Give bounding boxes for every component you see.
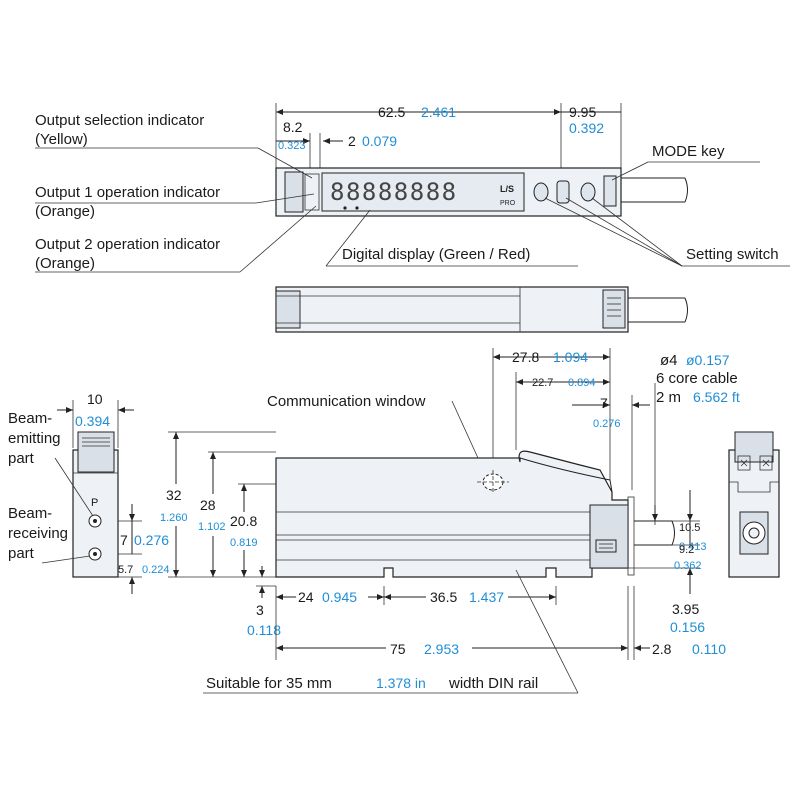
dim-36-5-mm: 36.5 — [430, 589, 457, 605]
dim-10-in: 0.394 — [75, 413, 110, 429]
main-side-view: 27.8 1.094 22.7 0.894 7 0.276 Communicat… — [160, 348, 740, 694]
dim-10-5-in: 0.413 — [679, 541, 707, 553]
dim-28-in: 1.102 — [198, 521, 226, 533]
dim-36-5-in: 1.437 — [469, 589, 504, 605]
label-beam-emitting-1: Beam- — [8, 410, 52, 427]
dim-7-top-in: 0.276 — [593, 418, 621, 430]
top-front-view: 62.5 2.461 9.95 0.392 8.2 0.323 2 0.079 … — [35, 103, 790, 273]
dim-10-5-mm: 10.5 — [679, 522, 700, 534]
label-mode-key: MODE key — [652, 143, 725, 160]
dim-32-mm: 32 — [166, 487, 182, 503]
dim-8-2-in: 0.323 — [278, 140, 306, 152]
dim-9-2-mm: 9.2 — [679, 544, 694, 556]
dim-20-8-in: 0.819 — [230, 537, 258, 549]
dim-5-7-in: 0.224 — [142, 564, 170, 576]
dim-24-mm: 24 — [298, 589, 314, 605]
dim-3-95-in: 0.156 — [670, 619, 705, 635]
label-beam-emitting-2: emitting — [8, 430, 61, 447]
label-output2-color: (Orange) — [35, 255, 95, 272]
cable-spec-in: ø0.157 — [686, 352, 730, 368]
dim-2-8-mm: 2.8 — [652, 641, 672, 657]
dim-27-8-in: 1.094 — [553, 349, 588, 365]
dim-28-mm: 28 — [200, 497, 216, 513]
display-digits: 88888888 — [330, 178, 458, 206]
left-side-view: 10 0.394 P Beam- emitting part Beam- rec… — [8, 391, 170, 594]
cable-spec-length-in: 6.562 ft — [693, 389, 740, 405]
label-output-selection: Output selection indicator — [35, 112, 204, 129]
display-unit-mark: L/S — [500, 184, 514, 194]
label-setting-switch: Setting switch — [686, 246, 779, 263]
label-output2: Output 2 operation indicator — [35, 236, 220, 253]
top-plan-view — [275, 286, 688, 333]
dim-75-in: 2.953 — [424, 641, 459, 657]
label-communication-window: Communication window — [267, 393, 426, 410]
dim-20-8-mm: 20.8 — [230, 513, 257, 529]
dim-22-7-mm: 22.7 — [532, 377, 553, 389]
digital-display — [321, 172, 525, 212]
label-din-rail-a: Suitable for 35 mm — [206, 675, 332, 692]
dim-2-in: 0.079 — [362, 133, 397, 149]
display-unit-mark2: PRO — [500, 200, 516, 207]
dim-9-95-mm: 9.95 — [569, 104, 596, 120]
dim-5-7-mm: 5.7 — [118, 564, 133, 576]
dim-3-mm: 3 — [256, 602, 264, 618]
dim-3-in: 0.118 — [247, 622, 281, 638]
setting-switch-2 — [556, 180, 570, 204]
dim-62-5-in: 2.461 — [421, 104, 456, 120]
dim-9-2-in: 0.362 — [674, 560, 702, 572]
label-output-selection-color: (Yellow) — [35, 131, 88, 148]
label-din-rail-b: width DIN rail — [448, 675, 538, 692]
setting-switch-1 — [533, 182, 549, 202]
label-output1: Output 1 operation indicator — [35, 184, 220, 201]
dim-27-8-mm: 27.8 — [512, 349, 539, 365]
dim-24-in: 0.945 — [322, 589, 357, 605]
cable-spec-mm: ø4 — [660, 352, 678, 369]
label-din-rail-in: 1.378 in — [376, 675, 426, 691]
label-beam-receiving-3: part — [8, 545, 35, 562]
svg-text:P: P — [91, 497, 98, 509]
label-output1-color: (Orange) — [35, 203, 95, 220]
dim-62-5-mm: 62.5 — [378, 104, 405, 120]
dim-9-95-in: 0.392 — [569, 120, 604, 136]
label-digital-display: Digital display (Green / Red) — [342, 246, 530, 263]
dim-7-side-in: 0.276 — [134, 532, 169, 548]
mode-key — [603, 175, 617, 207]
label-beam-emitting-3: part — [8, 450, 35, 467]
label-beam-receiving-2: receiving — [8, 525, 68, 542]
label-beam-receiving-1: Beam- — [8, 505, 52, 522]
dim-10-mm: 10 — [87, 391, 103, 407]
dim-75-mm: 75 — [390, 641, 406, 657]
dim-7-side-mm: 7 — [120, 532, 128, 548]
dim-2-mm: 2 — [348, 133, 356, 149]
dim-7-top-mm: 7 — [600, 395, 608, 411]
cable-spec-cores: 6 core cable — [656, 370, 738, 387]
dim-2-8-in: 0.110 — [692, 641, 726, 657]
dim-32-in: 1.260 — [160, 512, 188, 524]
dim-3-95-mm: 3.95 — [672, 601, 699, 617]
dim-8-2-mm: 8.2 — [283, 119, 303, 135]
right-end-view — [728, 431, 780, 578]
main-body — [275, 450, 629, 578]
setting-switch-3 — [580, 182, 596, 202]
dim-22-7-in: 0.894 — [568, 377, 596, 389]
cable-spec-length-mm: 2 m — [656, 389, 681, 406]
